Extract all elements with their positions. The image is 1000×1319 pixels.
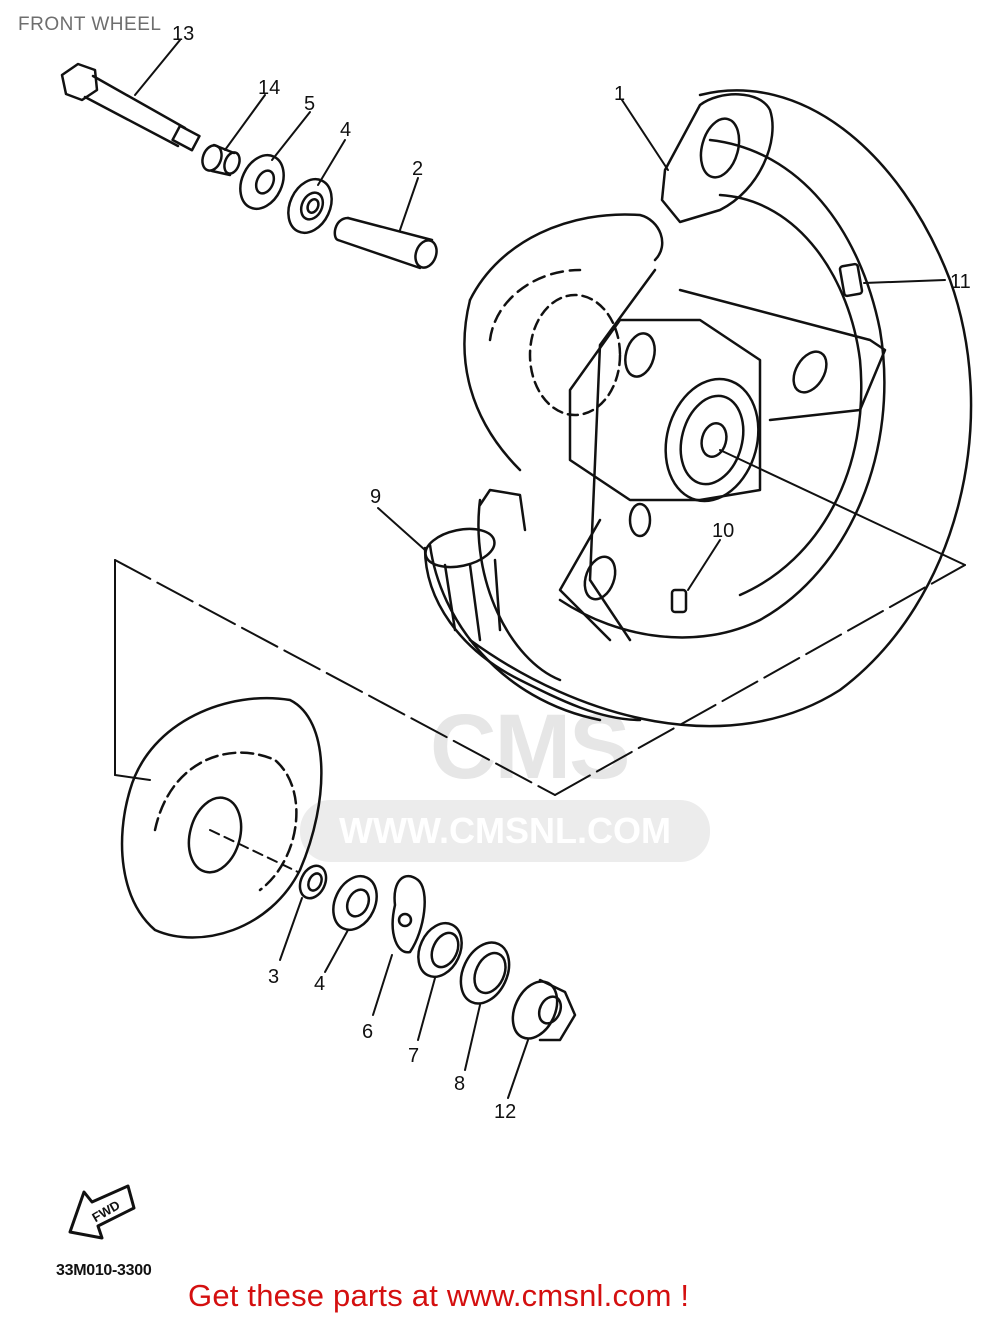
callout-13: 13 bbox=[172, 23, 194, 45]
promo-link[interactable]: Get these parts at www.cmsnl.com ! bbox=[188, 1278, 690, 1313]
forward-direction-arrow-icon: FWD bbox=[68, 1184, 136, 1240]
callout-14: 14 bbox=[258, 77, 280, 99]
callout-labels: 13 14 5 4 2 1 11 9 10 3 4 6 7 8 12 bbox=[172, 23, 971, 1123]
part-oil-seal-5[interactable] bbox=[232, 148, 292, 216]
callout-7: 7 bbox=[408, 1045, 419, 1067]
brake-disc-upper bbox=[463, 213, 664, 472]
callout-12: 12 bbox=[494, 1101, 516, 1123]
leader-lines bbox=[134, 39, 946, 1099]
part-meter-clutch[interactable] bbox=[391, 874, 426, 954]
part-axle[interactable] bbox=[60, 62, 201, 152]
part-speedometer-gear[interactable] bbox=[504, 974, 577, 1045]
callout-5: 5 bbox=[304, 93, 315, 115]
callout-6: 6 bbox=[362, 1021, 373, 1043]
callout-4-top: 4 bbox=[340, 119, 351, 141]
page-title: FRONT WHEEL bbox=[18, 14, 162, 35]
callout-11: 11 bbox=[950, 271, 971, 293]
callout-8: 8 bbox=[454, 1073, 465, 1095]
axis-guides bbox=[114, 449, 966, 873]
callout-3: 3 bbox=[268, 966, 279, 988]
callout-4-bottom: 4 bbox=[314, 973, 325, 995]
callout-1: 1 bbox=[614, 83, 625, 105]
part-bearing-bottom[interactable] bbox=[325, 869, 385, 937]
callout-2: 2 bbox=[412, 158, 423, 180]
part-oil-seal-3[interactable] bbox=[295, 862, 331, 903]
diagram-code: 33M010-3300 bbox=[56, 1262, 152, 1279]
callout-10: 10 bbox=[712, 520, 734, 542]
watermark-url: WWW.CMSNL.COM bbox=[300, 800, 710, 862]
part-spacer-7[interactable] bbox=[410, 916, 470, 984]
part-collar[interactable] bbox=[199, 143, 242, 177]
part-bearing-top[interactable] bbox=[280, 172, 340, 240]
part-oil-seal-8[interactable] bbox=[452, 935, 519, 1012]
wheel-assembly[interactable] bbox=[428, 89, 973, 728]
callout-9: 9 bbox=[370, 486, 381, 508]
part-tire[interactable] bbox=[422, 488, 642, 722]
brake-disc-lower[interactable] bbox=[120, 696, 323, 939]
part-spacer-collar[interactable] bbox=[333, 216, 440, 271]
